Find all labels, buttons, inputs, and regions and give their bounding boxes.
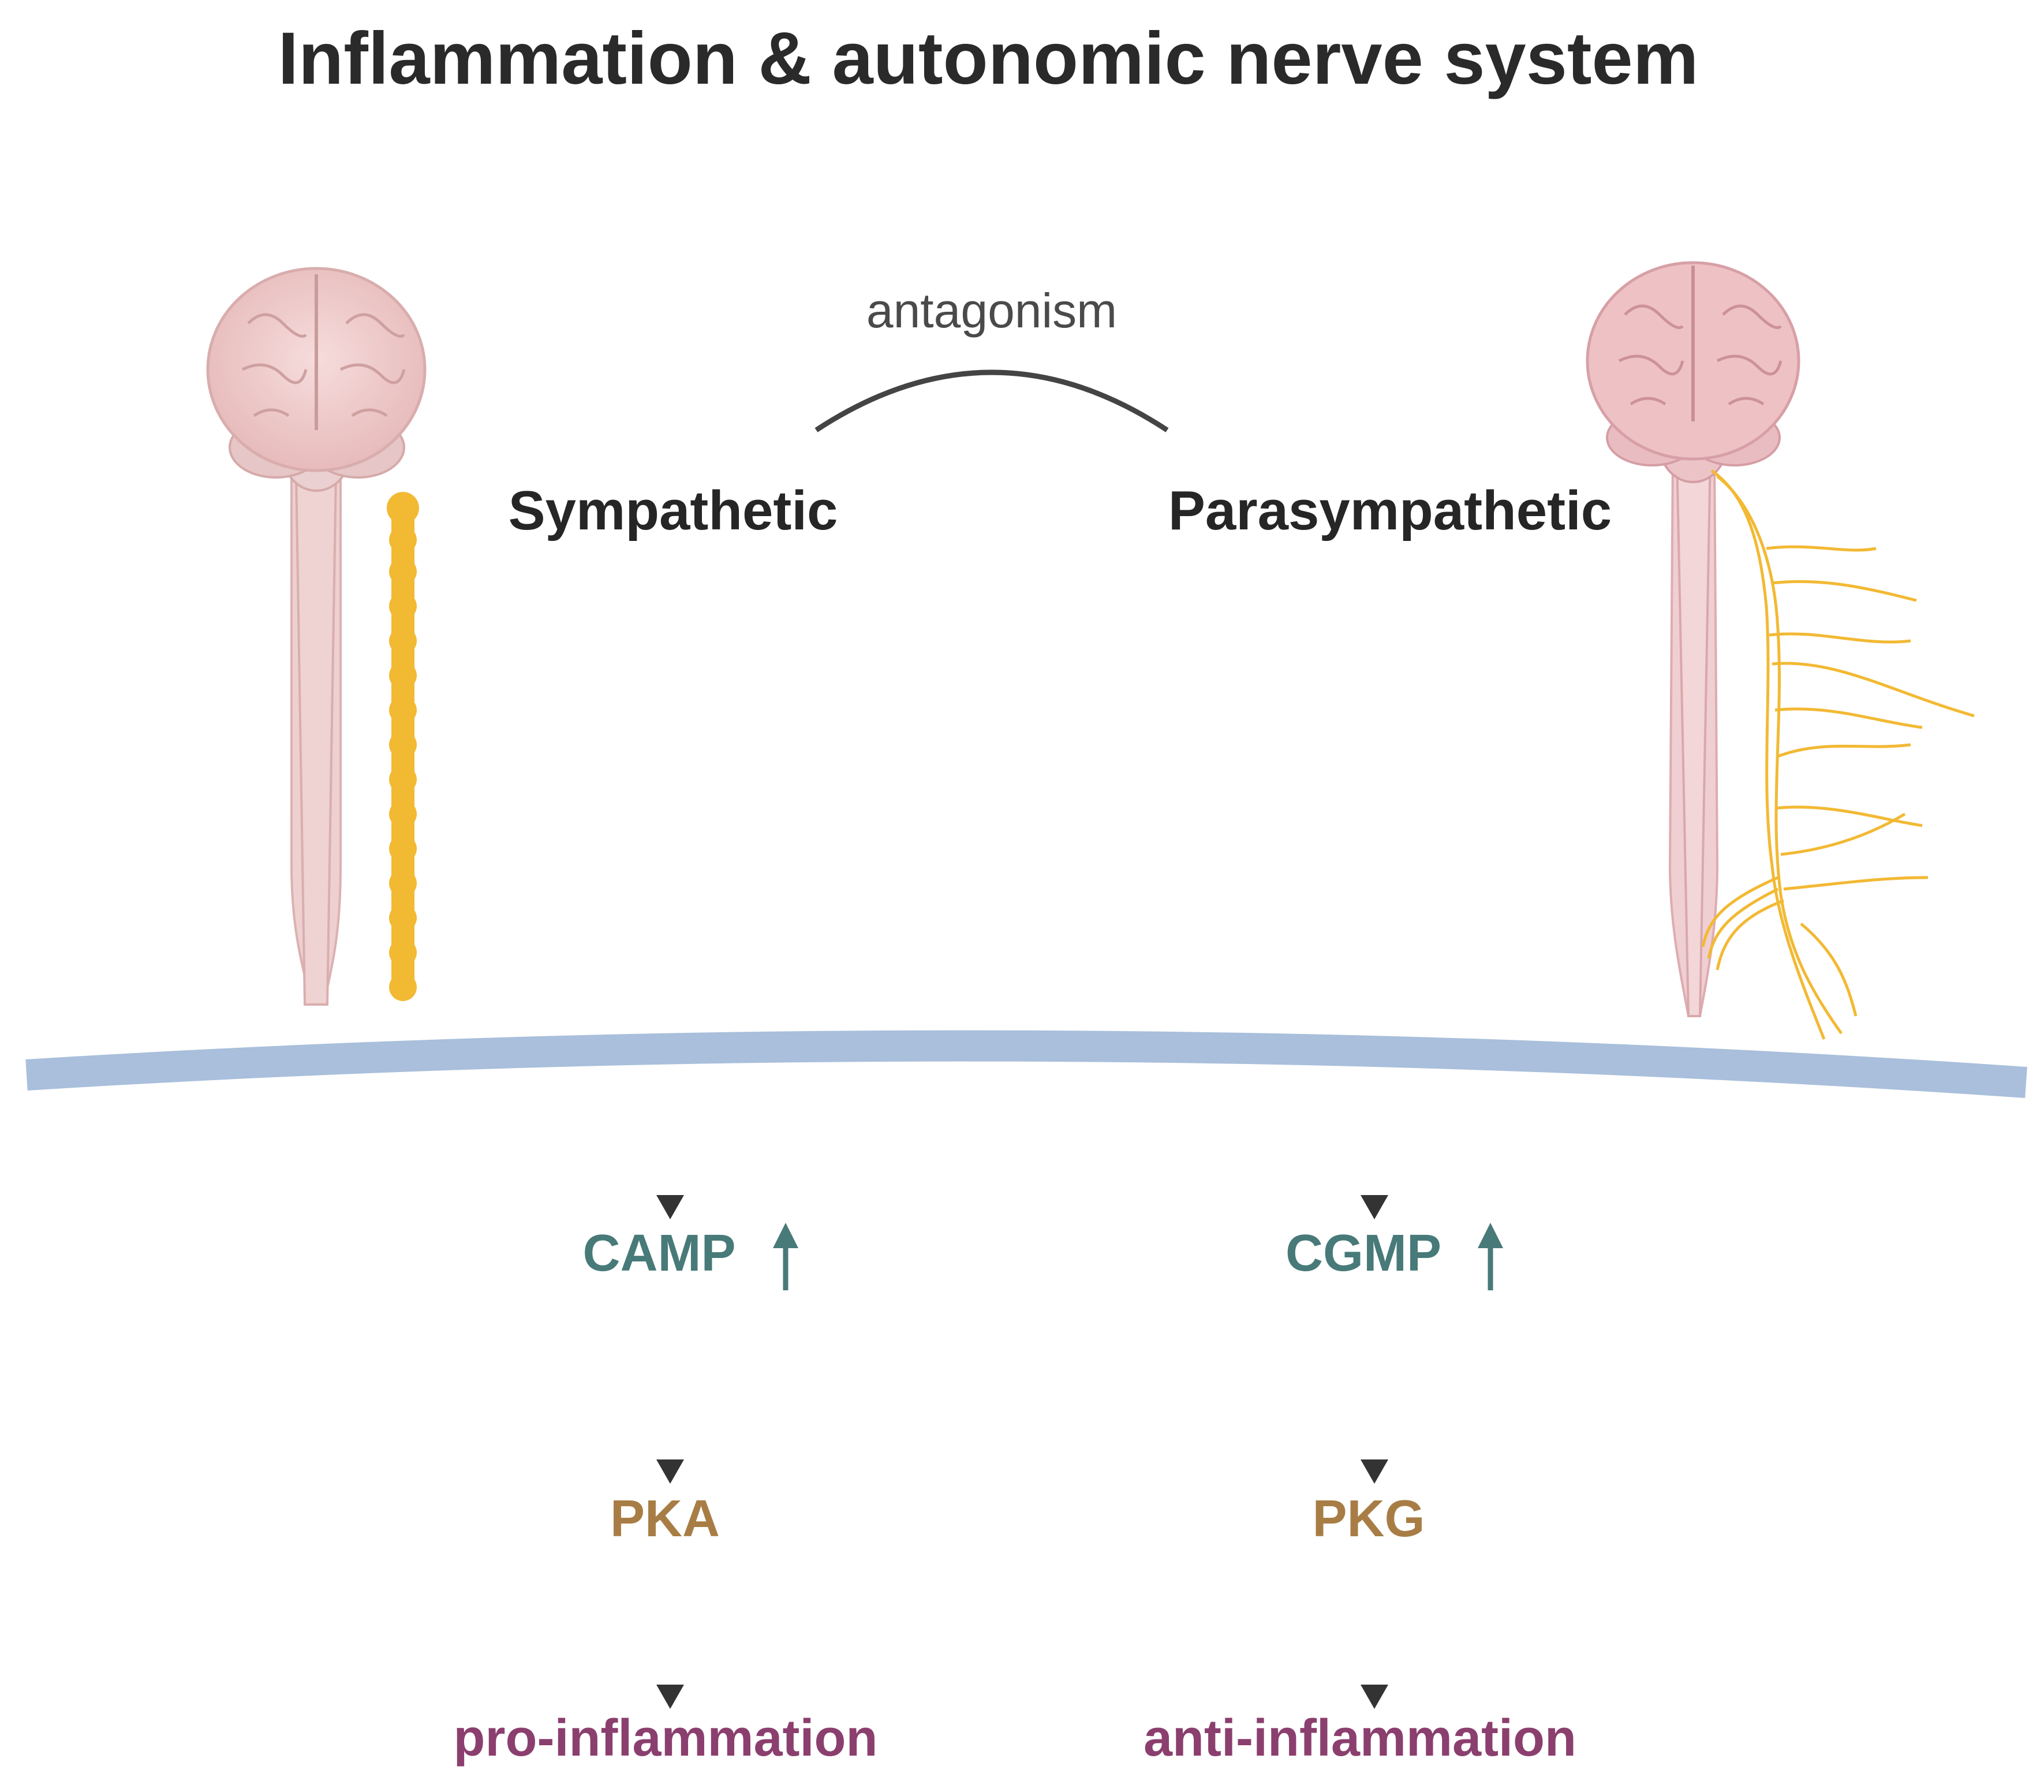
antagonism-label: antagonism bbox=[866, 283, 1118, 338]
sympathetic-to-camp-arrowhead bbox=[656, 1195, 684, 1219]
pro-inflammation-label: pro-inflammation bbox=[453, 1709, 878, 1767]
pka-to-pro-inflammation-arrowhead bbox=[656, 1685, 684, 1709]
anti-inflammation-label: anti-inflammation bbox=[1143, 1709, 1577, 1767]
cell-membrane bbox=[25, 1030, 2027, 1098]
pka-label: PKA bbox=[610, 1490, 720, 1548]
camp-label: CAMP bbox=[582, 1224, 736, 1282]
camp-to-pka-arrowhead bbox=[656, 1459, 684, 1484]
parasympathetic-to-cgmp-arrowhead bbox=[1361, 1195, 1388, 1219]
camp-up-arrow-icon bbox=[773, 1223, 798, 1290]
sympathetic-label: Sympathetic bbox=[508, 480, 838, 542]
pkg-to-anti-inflammation-arrowhead bbox=[1361, 1685, 1388, 1709]
cgmp-label: CGMP bbox=[1286, 1224, 1441, 1282]
cgmp-up-arrow-icon bbox=[1478, 1223, 1503, 1290]
left-brain-spinal-cord-icon bbox=[206, 267, 427, 1006]
vagus-nerve-icon bbox=[1701, 469, 1975, 1040]
antagonism-arc bbox=[814, 369, 1169, 432]
right-brain-spinal-cord-icon bbox=[1586, 261, 1800, 1017]
sympathetic-chain-icon bbox=[387, 492, 419, 1001]
pkg-label: PKG bbox=[1312, 1490, 1425, 1548]
diagram-title: Inflammation & autonomic nerve system bbox=[278, 17, 1699, 100]
parasympathetic-label: Parasympathetic bbox=[1168, 480, 1612, 542]
cgmp-to-pkg-arrowhead bbox=[1361, 1459, 1388, 1484]
